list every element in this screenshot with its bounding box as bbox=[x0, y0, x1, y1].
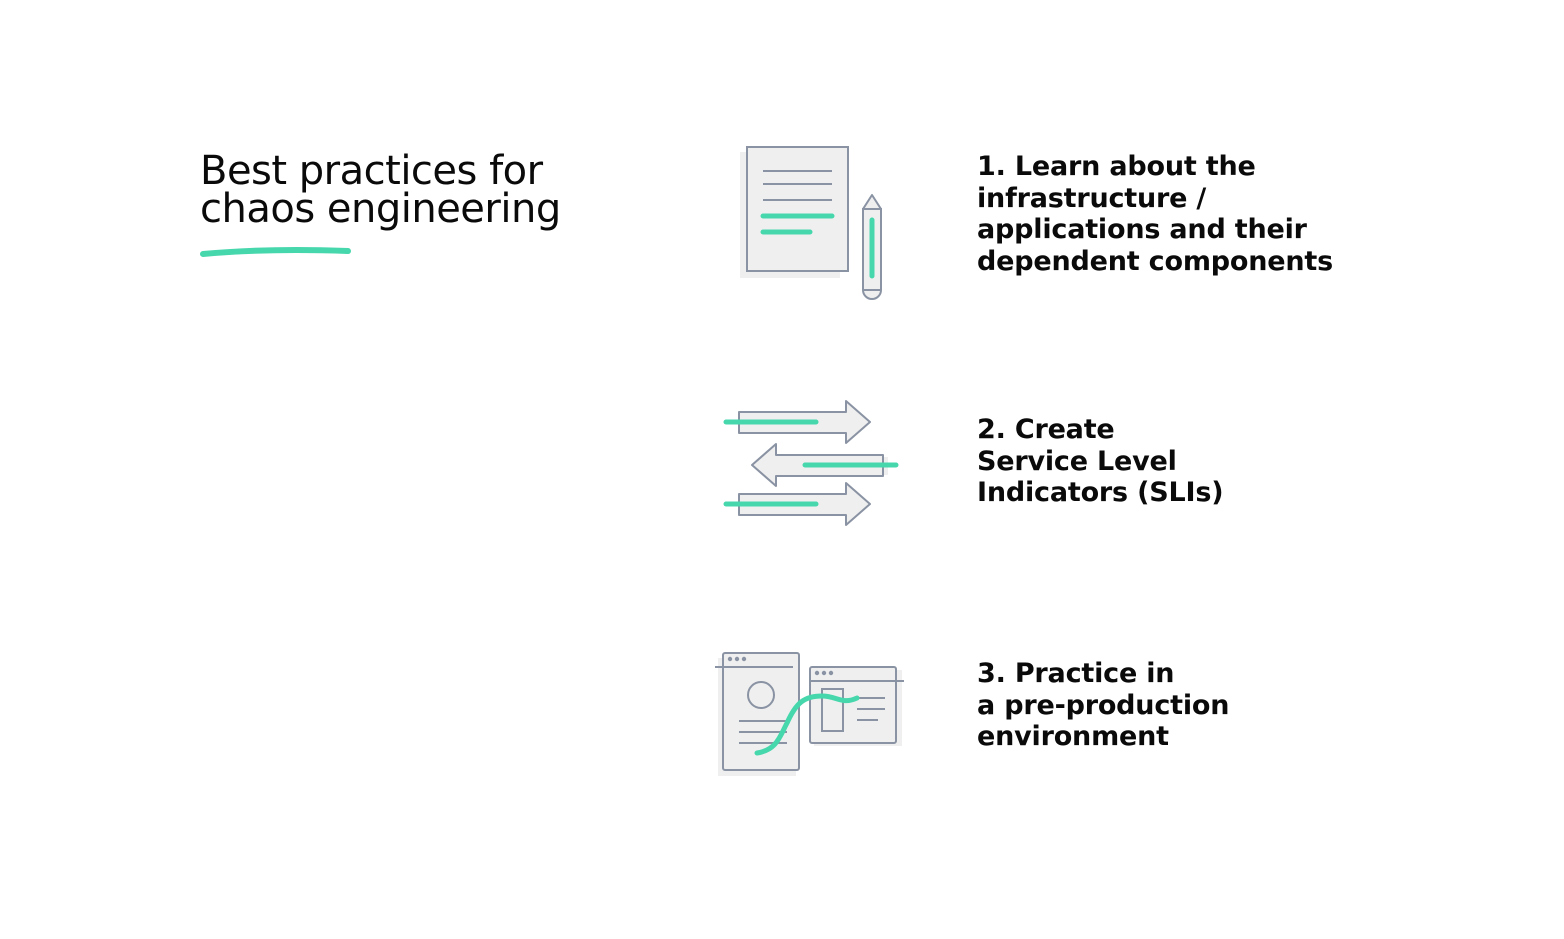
step-1-line-2: infrastructure / bbox=[977, 182, 1207, 214]
step-1-line-3: applications and their bbox=[977, 214, 1307, 245]
step-2-line-3: Indicators (SLIs) bbox=[977, 477, 1224, 508]
step-3-text: 3. Practice in a pre-production environm… bbox=[977, 658, 1229, 753]
bidirectional-arrows-icon bbox=[723, 400, 899, 526]
step-1-line-4: dependent components bbox=[977, 245, 1333, 277]
title-line-2: chaos engineering bbox=[200, 186, 561, 232]
title-line-1: Best practices for bbox=[200, 148, 543, 194]
step-2-text: 2. Create Service Level Indicators (SLIs… bbox=[977, 414, 1224, 509]
page-title: Best practices for chaos engineering bbox=[200, 148, 561, 232]
document-pencil-icon bbox=[740, 146, 882, 300]
step-3-line-1: 3. Practice in bbox=[977, 658, 1175, 689]
step-3-line-2: a pre-production bbox=[977, 689, 1230, 721]
step-3-line-3: environment bbox=[977, 721, 1169, 752]
step-1-line-1: 1. Learn about the bbox=[977, 151, 1256, 182]
connected-windows-icon bbox=[715, 652, 904, 776]
step-2-line-2: Service Level bbox=[977, 445, 1177, 477]
title-underline-stroke bbox=[200, 247, 351, 257]
step-2-line-1: 2. Create bbox=[977, 414, 1115, 445]
step-1-text: 1. Learn about the infrastructure / appl… bbox=[977, 151, 1333, 277]
